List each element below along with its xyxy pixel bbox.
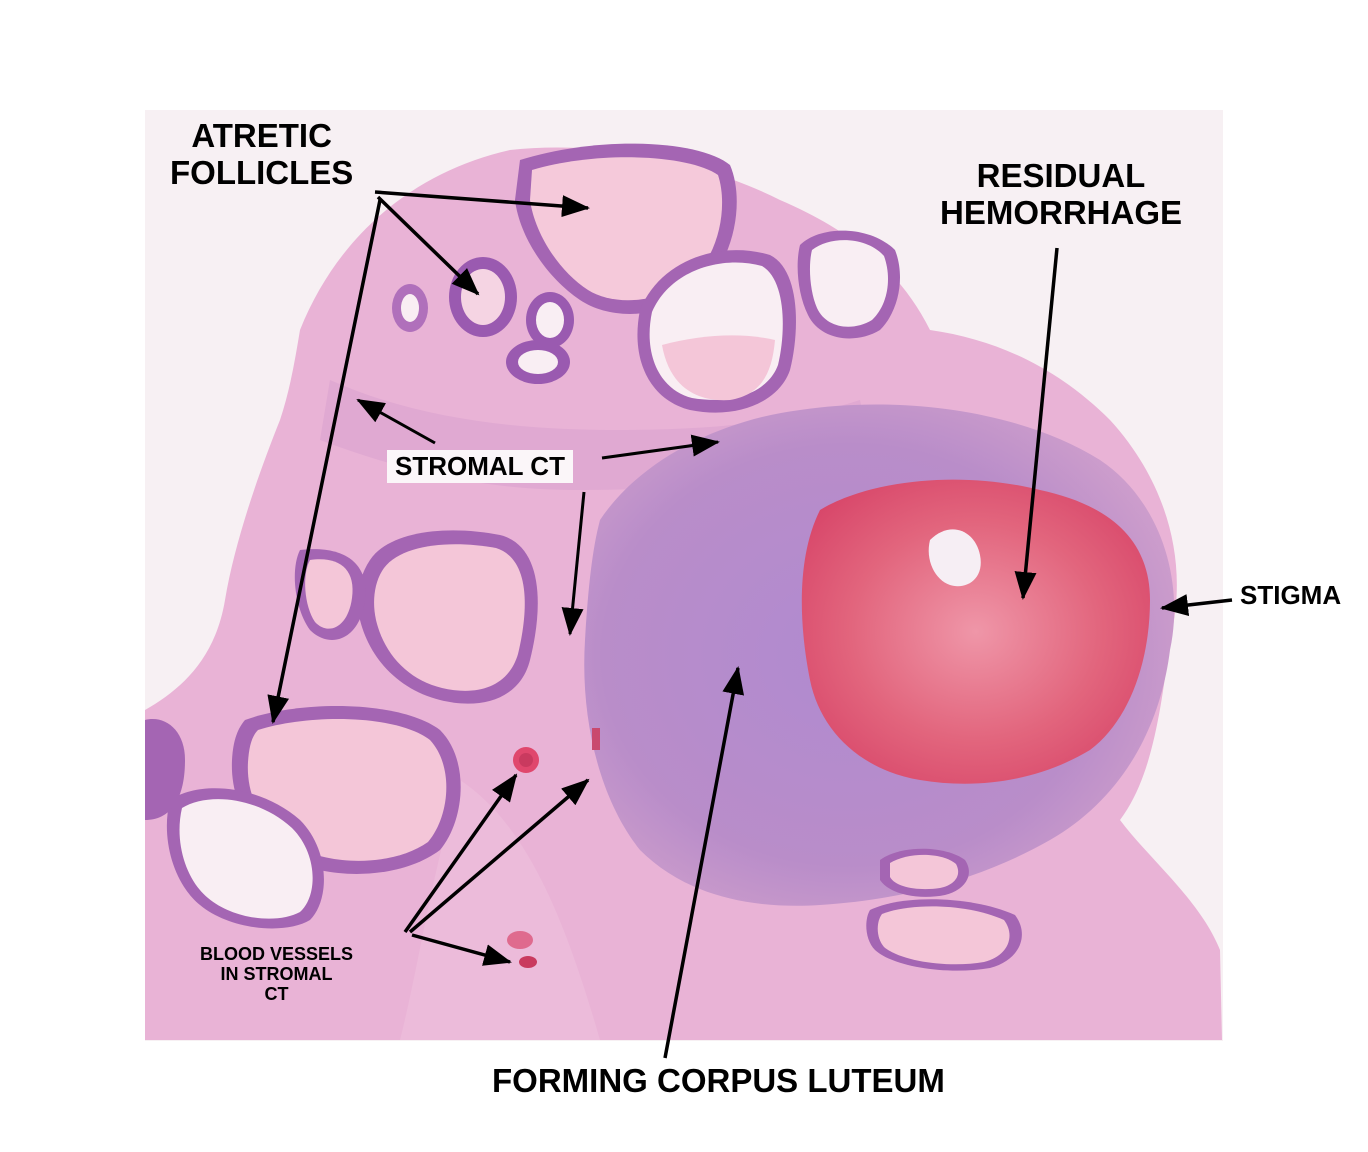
follicle-bottom-right-2-fluid xyxy=(877,906,1010,965)
label-atretic-line1: ATRETIC xyxy=(191,117,332,154)
arrow-atretic-3 xyxy=(267,199,382,724)
arrow-stromal-2 xyxy=(601,434,720,460)
follicle-small-1-fluid xyxy=(461,269,505,325)
annotation-arrows xyxy=(267,190,1233,1059)
follicle-bottom-left-fluid xyxy=(179,799,313,919)
label-residual-line1: RESIDUAL xyxy=(976,157,1146,194)
follicle-mid-left-fluid xyxy=(374,544,525,691)
label-blood-line2: IN STROMAL xyxy=(220,964,333,985)
blood-vessel-4 xyxy=(592,728,600,750)
residual-hemorrhage-region xyxy=(801,479,1150,784)
label-residual-line2: HEMORRHAGE xyxy=(940,193,1183,231)
label-blood-line3: CT xyxy=(264,984,289,1005)
label-atretic-follicles: ATRETIC FOLLICLES xyxy=(170,117,354,192)
arrow-corpus-luteum xyxy=(663,666,745,1059)
arrow-stromal-3 xyxy=(561,491,586,636)
label-atretic-line2: FOLLICLES xyxy=(170,153,354,191)
follicle-mid-fluid-pink xyxy=(662,335,775,401)
blood-vessel-2 xyxy=(507,931,533,949)
follicle-top-right-fluid xyxy=(809,240,888,327)
arrow-hemorrhage xyxy=(1014,247,1059,600)
follicle-left-edge-fluid xyxy=(305,559,353,629)
arrow-stigma xyxy=(1160,594,1233,616)
lower-stroma xyxy=(400,780,600,1040)
arrow-vessel-3 xyxy=(411,933,512,966)
follicle-small-3-fluid xyxy=(518,350,558,374)
arrow-atretic-2 xyxy=(376,195,480,296)
label-residual-hemorrhage: RESIDUAL HEMORRHAGE xyxy=(940,157,1183,232)
label-stigma: STIGMA xyxy=(1240,580,1342,610)
arrow-vessel-2 xyxy=(408,778,590,934)
blood-vessel-1-lumen xyxy=(519,753,533,767)
label-stromal-ct: STROMAL CT xyxy=(387,450,573,484)
label-blood-vessels: BLOOD VESSELS IN STROMAL CT xyxy=(200,944,353,1004)
hemorrhage-clear-space xyxy=(928,529,981,587)
follicle-bottom-right-1-fluid xyxy=(890,854,959,890)
follicle-small-2-fluid xyxy=(536,302,564,338)
blood-vessel-3 xyxy=(519,956,537,968)
arrow-vessel-1 xyxy=(403,773,518,934)
label-blood-line1: BLOOD VESSELS xyxy=(200,944,354,964)
follicle-small-4-fluid xyxy=(401,294,419,322)
label-forming-corpus-luteum: FORMING CORPUS LUTEUM xyxy=(492,1062,945,1099)
follicle-far-left-wall xyxy=(145,719,185,820)
follicle-top-center-fluid xyxy=(530,157,723,301)
arrow-stromal-1 xyxy=(356,398,436,445)
arrow-atretic-1 xyxy=(374,190,590,218)
